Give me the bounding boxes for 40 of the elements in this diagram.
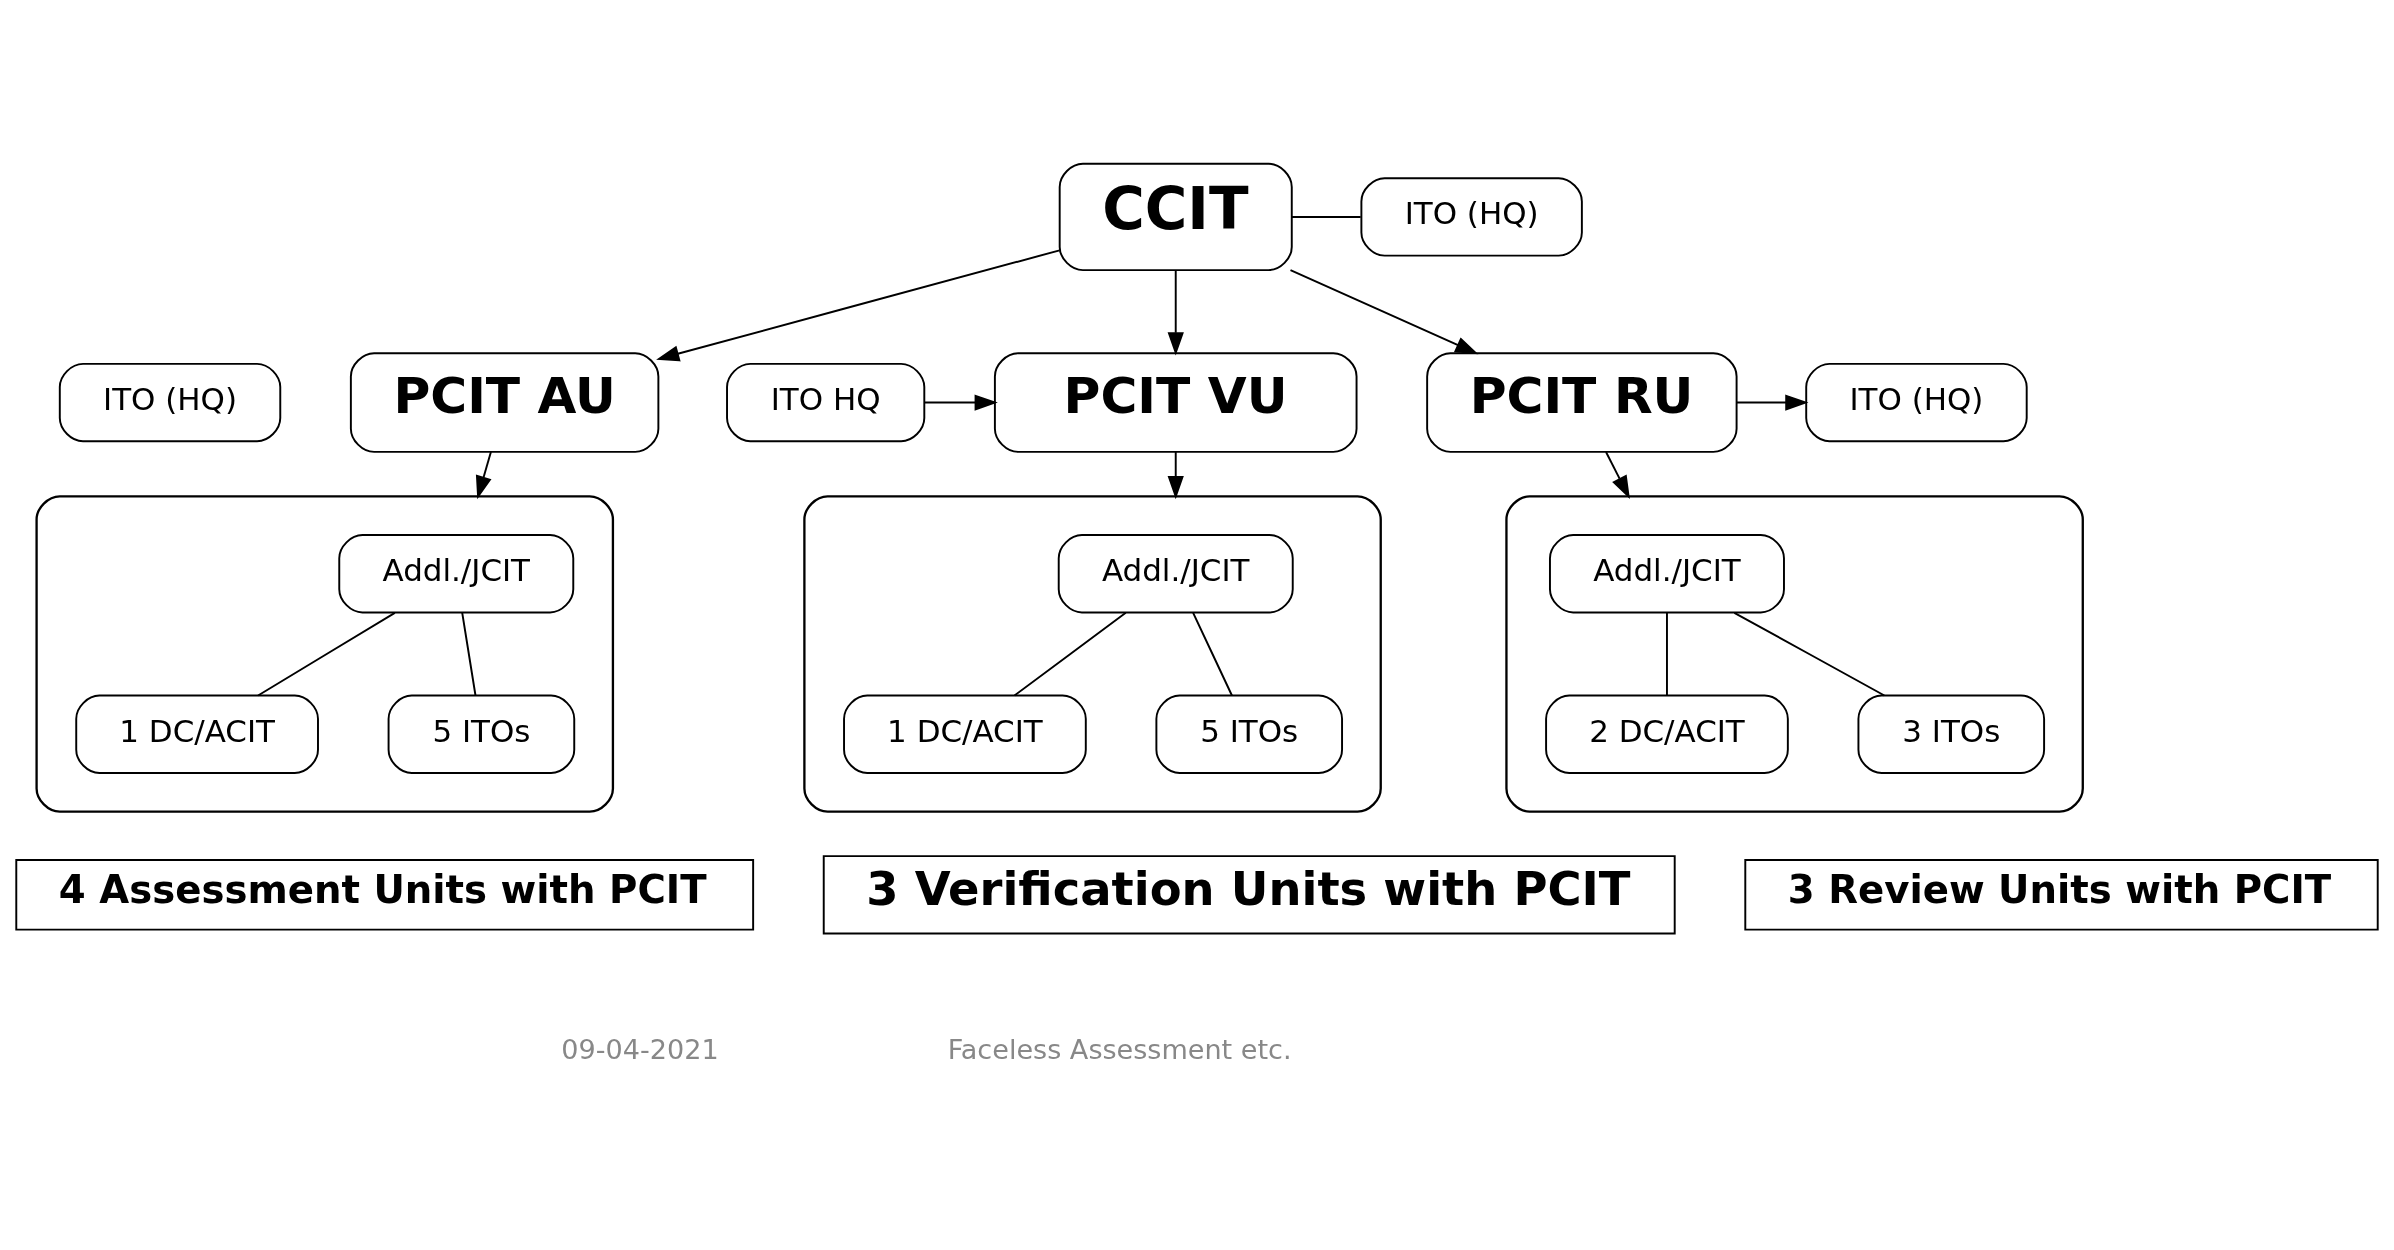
connector bbox=[1192, 611, 1233, 697]
connector bbox=[257, 611, 396, 697]
arrow bbox=[1735, 394, 1809, 411]
arrow bbox=[1289, 269, 1479, 355]
node-box: ITO (HQ) bbox=[1805, 362, 2028, 443]
node-box: 4 Assessment Units with PCIT bbox=[15, 859, 755, 931]
node-box: 3 Verification Units with PCIT bbox=[822, 855, 1676, 935]
connector bbox=[1013, 611, 1127, 697]
connector bbox=[1290, 215, 1362, 218]
node-box: 3 ITOs bbox=[1857, 694, 2046, 774]
node-box: Addl./JCIT bbox=[338, 534, 575, 614]
node-box: PCIT VU bbox=[993, 352, 1358, 453]
node-box: 5 ITOs bbox=[387, 694, 576, 774]
node-box: 1 DC/ACIT bbox=[75, 694, 319, 774]
node-box: Addl./JCIT bbox=[1549, 534, 1785, 614]
node-box: ITO (HQ) bbox=[58, 362, 282, 443]
node-box: PCIT RU bbox=[1426, 352, 1738, 453]
arrow bbox=[1605, 451, 1630, 499]
arrow bbox=[656, 249, 1061, 362]
arrow bbox=[1167, 451, 1184, 500]
node-box: ITO (HQ) bbox=[1360, 177, 1583, 257]
arrow bbox=[475, 451, 492, 500]
cluster bbox=[803, 495, 1382, 813]
node-box: Addl./JCIT bbox=[1057, 534, 1294, 614]
cluster bbox=[35, 495, 615, 813]
cluster bbox=[1505, 495, 2084, 813]
connector bbox=[1733, 611, 1886, 697]
node-box: PCIT AU bbox=[349, 352, 660, 453]
node-box: 5 ITOs bbox=[1155, 694, 1343, 774]
arrow bbox=[923, 394, 998, 411]
node-box: ITO HQ bbox=[726, 362, 926, 443]
label: 09-04-2021 bbox=[561, 1033, 719, 1065]
node-box: CCIT bbox=[1058, 162, 1293, 272]
label: Faceless Assessment etc. bbox=[947, 1033, 1292, 1065]
arrow bbox=[1167, 269, 1184, 356]
node-box: 2 DC/ACIT bbox=[1545, 694, 1789, 774]
node-box: 1 DC/ACIT bbox=[843, 694, 1087, 774]
connector bbox=[1666, 611, 1668, 697]
node-box: 3 Review Units with PCIT bbox=[1744, 859, 2379, 931]
connector bbox=[461, 611, 477, 697]
